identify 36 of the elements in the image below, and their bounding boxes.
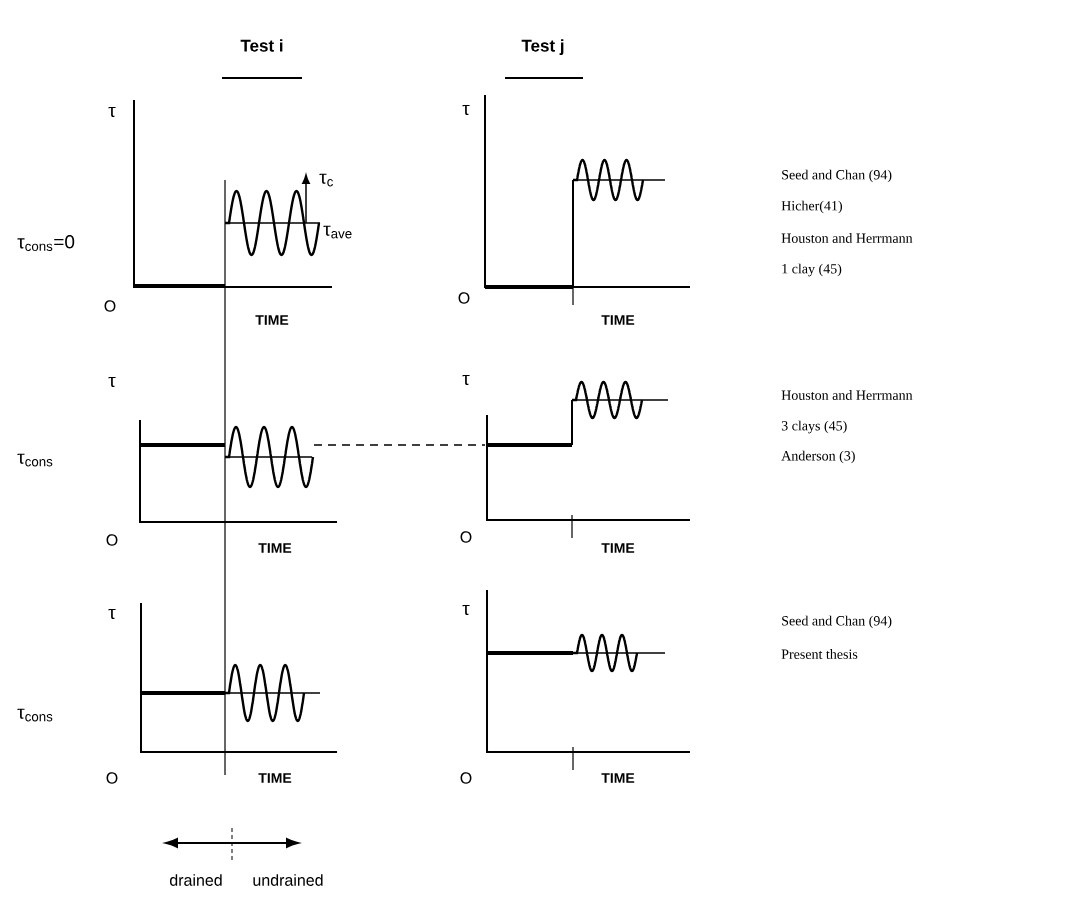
reference-text: Houston and Herrmann: [781, 390, 913, 400]
reference-text: Seed and Chan (94): [782, 169, 892, 183]
reference-text: Hicher(41): [781, 200, 842, 214]
axis-label: τ: [108, 608, 116, 620]
column-heading: Test j: [521, 39, 564, 56]
axis-label: TIME: [601, 315, 635, 325]
axis-label: O: [106, 772, 118, 784]
axis-label: O: [460, 531, 472, 543]
annotation: τ$_{c}$: [319, 173, 333, 187]
regime-label: drained: [170, 874, 222, 886]
axis-label: τ: [462, 604, 470, 616]
axis-label: O: [460, 772, 472, 784]
axis-label: τ: [462, 104, 470, 116]
axis-label: O: [104, 300, 116, 312]
axis-label: TIME: [258, 773, 292, 783]
axis-label: TIME: [601, 773, 635, 783]
axis-label: τ: [108, 106, 116, 118]
axis-label: O: [458, 292, 470, 304]
reference-text: Seed and Chan (94): [782, 615, 892, 629]
column-heading: Test i: [240, 39, 283, 52]
reference-text: Present thesis: [781, 649, 858, 659]
axis-label: τ$_{cons}$: [17, 453, 53, 467]
axis-label: τ: [108, 376, 116, 388]
axis-label: TIME: [255, 315, 289, 325]
axis-label: TIME: [258, 543, 292, 553]
regime-label: undrained: [253, 874, 323, 886]
axis-label: TIME: [601, 543, 635, 553]
reference-text: 1 clay (45): [782, 263, 842, 277]
axis-label: τ$_{cons}$: [17, 708, 53, 722]
axis-label: O: [106, 534, 118, 546]
axis-label: τ$_{cons}$=0: [17, 235, 75, 251]
reference-text: Houston and Herrmann: [781, 233, 913, 243]
reference-text: 3 clays (45): [781, 420, 847, 434]
axis-label: τ: [462, 374, 470, 386]
annotation: τ$_{ave}$: [323, 225, 352, 239]
reference-text: Anderson (3): [781, 450, 855, 464]
